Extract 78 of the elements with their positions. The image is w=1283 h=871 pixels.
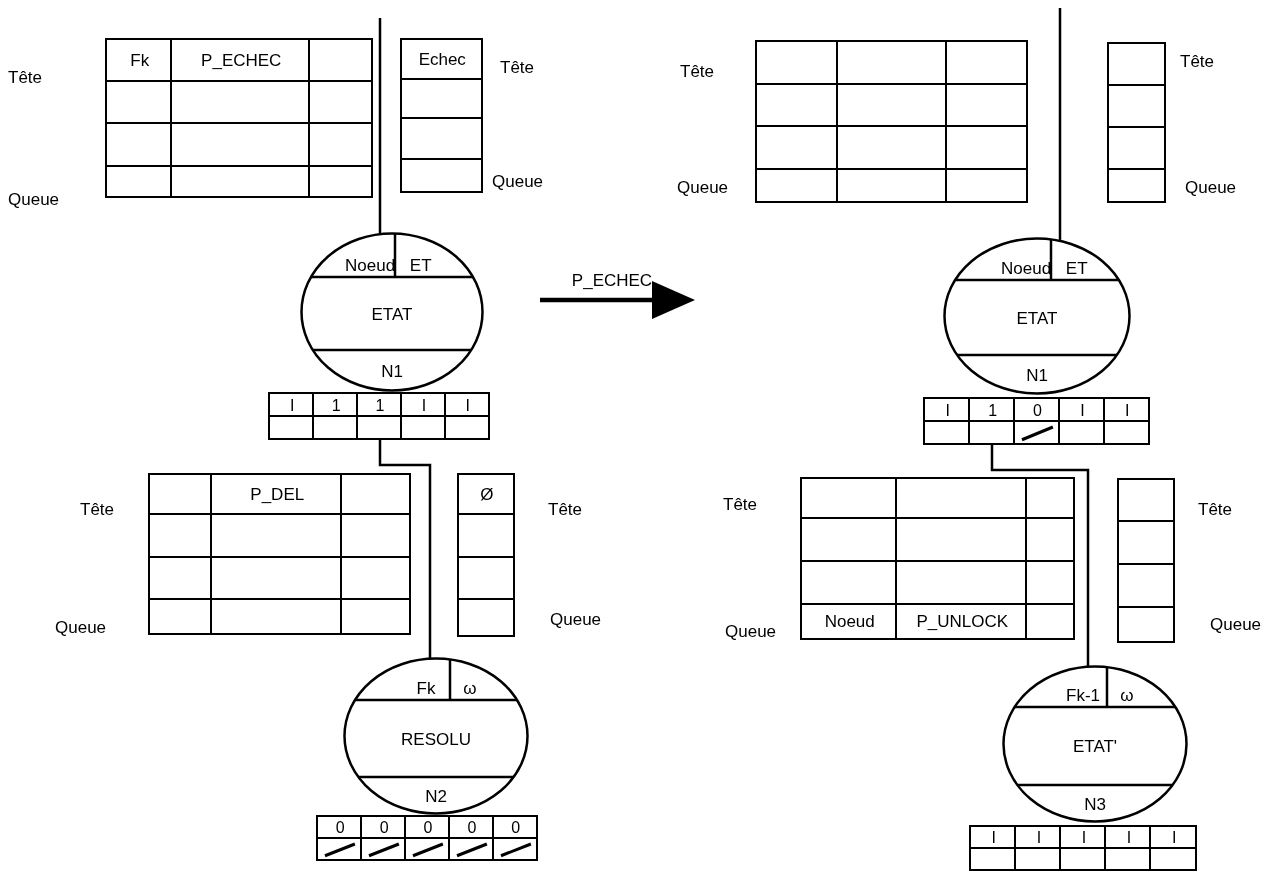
connector-line (1058, 8, 1062, 241)
bit-vector (268, 392, 490, 440)
row-label: Tête (80, 500, 115, 520)
queue-table (800, 477, 1075, 640)
node-text: ETAT (371, 305, 413, 322)
node-text: Noeud ET (345, 256, 432, 274)
queue-table (400, 38, 483, 193)
queue-table (457, 473, 515, 637)
connector-line (378, 18, 382, 235)
bit-cell: 0 (491, 815, 538, 840)
node-text: N1 (1026, 366, 1048, 384)
bit-cell: 1 (311, 392, 359, 418)
row-label: Tête (680, 62, 715, 82)
node-text: N2 (425, 787, 447, 805)
row-label: Queue (55, 618, 107, 638)
bit-cell: I (1104, 825, 1152, 850)
node-text: Fk-1 (1066, 686, 1100, 704)
row-label: Queue (550, 610, 602, 630)
bit-cell: I (1149, 825, 1197, 850)
table-cell: Echec (400, 38, 483, 81)
table-cell: P_ECHEC (170, 38, 311, 83)
queue-table (755, 40, 1028, 203)
node-text: Fk (416, 679, 436, 697)
bit-cell: I (1102, 397, 1150, 423)
table-cell: Fk (105, 38, 173, 83)
bit-vector (969, 825, 1197, 871)
bit-cell: 0 (316, 815, 363, 840)
node-text: ω (1120, 686, 1134, 704)
bit-cell: I (1059, 825, 1107, 850)
row-label: Queue (725, 622, 777, 642)
node-text: RESOLU (401, 730, 471, 747)
bit-cell: I (443, 392, 490, 418)
queue-table (1107, 42, 1166, 203)
row-label: Tête (1180, 52, 1215, 72)
bit-cell: 0 (359, 815, 407, 840)
row-label: Queue (677, 178, 729, 198)
bit-cell: I (969, 825, 1017, 850)
node-text: Noeud ET (1001, 259, 1088, 277)
bit-cell: I (923, 397, 971, 423)
row-label: Tête (1198, 500, 1233, 520)
row-label: Queue (1185, 178, 1237, 198)
node-text: N1 (381, 362, 403, 380)
row-label: Queue (1210, 615, 1262, 635)
bit-cell: 0 (403, 815, 451, 840)
row-label: Queue (8, 190, 60, 210)
state-node (300, 232, 484, 392)
table-cell: Noeud (800, 603, 898, 640)
row-label: Tête (723, 495, 758, 515)
bit-cell: I (1057, 397, 1106, 423)
bit-cell: 1 (355, 392, 403, 418)
bit-cell: I (268, 392, 315, 418)
node-text: ETAT' (1072, 737, 1118, 755)
connector-line (378, 440, 432, 659)
queue-table (105, 38, 373, 198)
row-label: Tête (8, 68, 43, 88)
bit-cell: I (399, 392, 447, 418)
bit-vector (923, 397, 1150, 445)
row-label: Tête (500, 58, 535, 78)
node-text: N3 (1084, 795, 1106, 813)
state-node (943, 237, 1131, 395)
node-text: ETAT (1016, 309, 1058, 326)
bit-cell: 0 (1012, 397, 1061, 423)
bit-vector (316, 815, 538, 861)
bit-cell: I (1014, 825, 1062, 850)
state-node (343, 657, 529, 815)
transition-label: P_ECHEC (571, 271, 653, 289)
bit-cell: 0 (447, 815, 495, 840)
node-text: ω (463, 679, 477, 697)
row-label: Queue (492, 172, 544, 192)
table-cell: P_UNLOCK (895, 603, 1028, 640)
bit-cell: 1 (967, 397, 1016, 423)
state-node (1002, 665, 1188, 823)
queue-table (1117, 478, 1175, 643)
connector-line (990, 445, 1090, 667)
table-cell: Ø (457, 473, 515, 516)
table-cell: P_DEL (210, 473, 343, 516)
row-label: Tête (548, 500, 583, 520)
queue-table (148, 473, 411, 635)
